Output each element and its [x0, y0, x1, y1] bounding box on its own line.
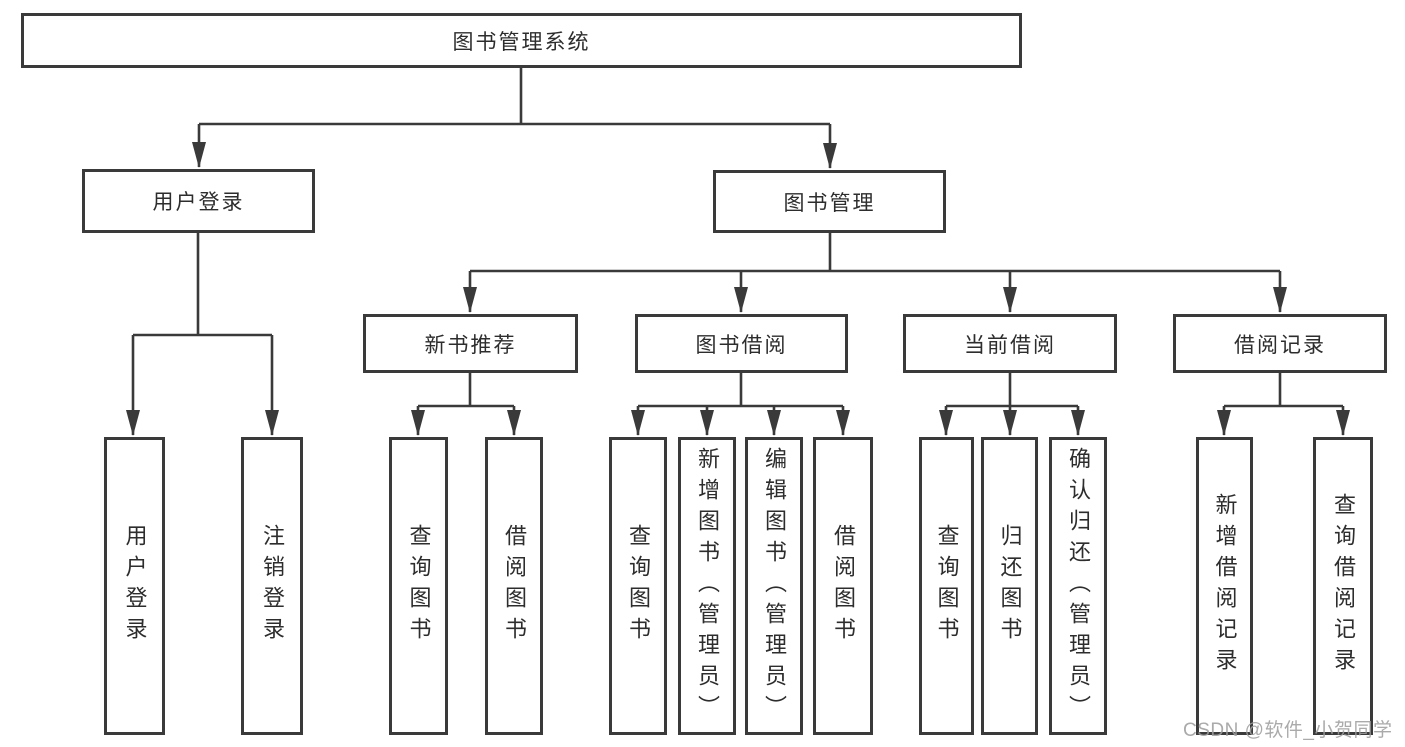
leaf-borrow-books-recommend: 借阅图书: [485, 437, 543, 735]
connector-new-book-to-leaves: [411, 373, 521, 436]
node-label: 新书推荐: [424, 333, 517, 357]
node-label: 用户登录: [122, 524, 148, 648]
csdn-watermark: CSDN @软件_小贺同学: [1183, 720, 1393, 741]
leaf-logout: 注销登录: [241, 437, 303, 735]
node-label: 注销登录: [260, 524, 285, 648]
leaf-query-books-recommend: 查询图书: [389, 437, 448, 735]
leaf-return-books: 归还图书: [981, 437, 1038, 735]
node-label: 图书管理系统: [452, 30, 591, 54]
node-label: 当前借阅: [964, 333, 1056, 357]
node-label: 查询图书: [626, 524, 651, 648]
connector-book-borrow-to-leaves: [631, 373, 850, 436]
leaf-add-borrow-record: 新增借阅记录: [1196, 437, 1253, 735]
leaf-edit-books-admin: 编辑图书（管理员）: [745, 437, 803, 735]
connector-borrow-records-to-leaves: [1217, 373, 1350, 436]
node-label: 编辑图书（管理员）: [762, 446, 787, 726]
leaf-borrow-books: 借阅图书: [813, 437, 873, 735]
node-label: 借阅图书: [831, 524, 856, 648]
leaf-query-books: 查询图书: [609, 437, 667, 735]
node-label: 查询图书: [934, 524, 960, 648]
node-label: 图书借阅: [695, 333, 788, 357]
node-label: 归还图书: [997, 524, 1023, 648]
node-label: 借阅图书: [502, 524, 527, 648]
leaf-confirm-return-admin: 确认归还（管理员）: [1049, 437, 1107, 735]
node-current-borrow: 当前借阅: [903, 314, 1117, 373]
leaf-user-login: 用户登录: [104, 437, 165, 735]
leaf-query-books-current: 查询图书: [919, 437, 974, 735]
connector-root-to-level2: [192, 68, 837, 169]
node-label: 查询图书: [406, 524, 432, 648]
node-label: 新增借阅记录: [1212, 493, 1238, 679]
node-borrow-records: 借阅记录: [1173, 314, 1387, 373]
connector-user-login-to-leaves: [126, 233, 279, 436]
connector-current-borrow-to-leaves: [939, 373, 1085, 436]
node-label: 查询借阅记录: [1331, 493, 1356, 679]
node-label: 确认归还（管理员）: [1066, 446, 1091, 726]
connector-book-management-to-level3: [463, 233, 1287, 313]
node-label: 图书管理: [783, 191, 876, 215]
node-book-management: 图书管理: [713, 170, 946, 233]
leaf-query-borrow-record: 查询借阅记录: [1313, 437, 1373, 735]
node-new-book-recommend: 新书推荐: [363, 314, 578, 373]
node-root-library-system: 图书管理系统: [21, 13, 1022, 68]
node-label: 新增图书（管理员）: [695, 446, 720, 726]
node-label: 借阅记录: [1234, 333, 1326, 357]
leaf-add-books-admin: 新增图书（管理员）: [678, 437, 736, 735]
node-user-login: 用户登录: [82, 169, 315, 233]
node-label: 用户登录: [152, 191, 245, 214]
node-book-borrow: 图书借阅: [635, 314, 848, 373]
